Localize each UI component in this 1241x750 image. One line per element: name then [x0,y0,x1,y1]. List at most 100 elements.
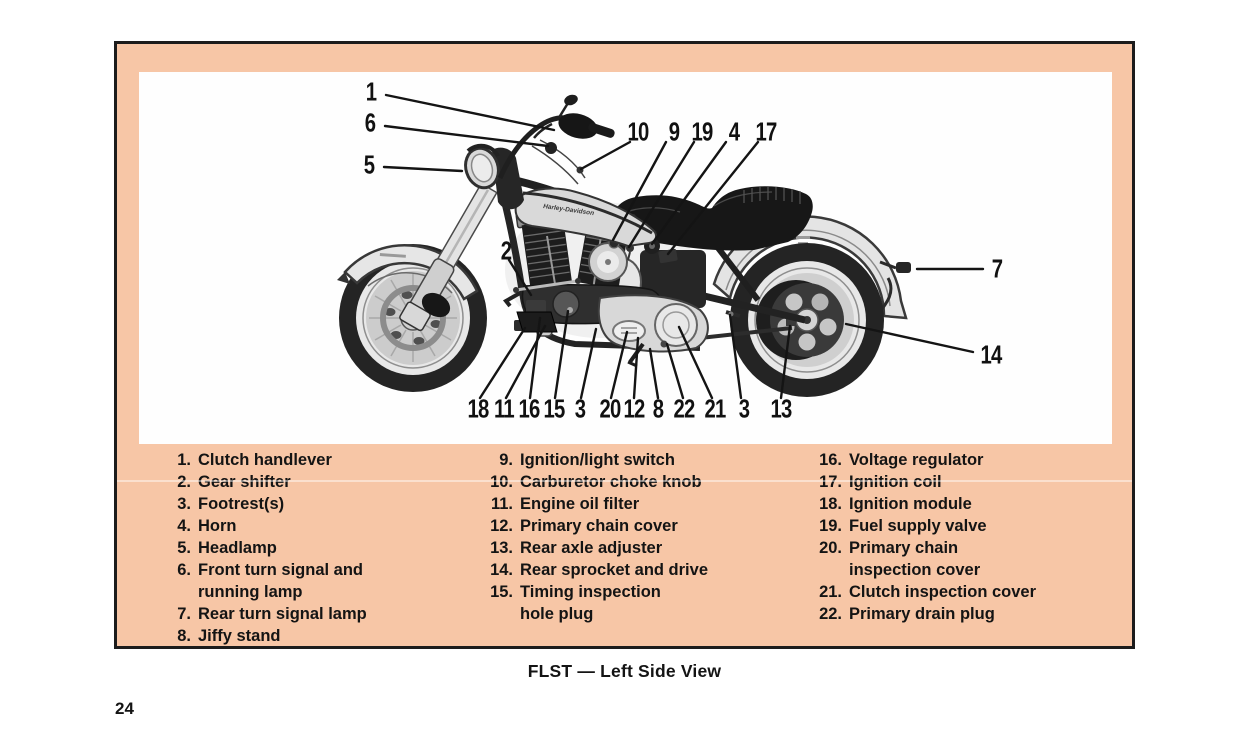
legend-item-text: Timing inspection hole plug [520,583,661,623]
steering-head [492,147,524,210]
legend-item: 18. Ignition module [806,493,1126,515]
callout-number: 10 [627,116,650,147]
callout-number: 14 [980,339,1003,370]
legend-item: 20.Primary chain inspection cover [806,537,1126,581]
legend-item-number: 2. [177,473,191,491]
legend-item-number: 12. [490,517,513,535]
ignition-coil [658,248,678,264]
legend-item-text: Jiffy stand [198,627,281,645]
legend-item-text: Carburetor choke knob [520,473,702,491]
legend-item-number: 19. [819,517,842,535]
legend-item-number: 15. [490,583,513,601]
legend-item-number: 11. [490,495,513,513]
brake-caliper [421,292,451,318]
legend-item: 8.Jiffy stand [155,625,465,647]
legend-item-text: Ignition module [849,495,972,513]
legend-item-number: 9. [499,451,513,469]
legend-item-text: Rear axle adjuster [520,539,663,557]
legend-item-number: 7. [177,605,191,623]
legend-item: 9.Ignition/light switch [477,449,797,471]
legend-item-number: 18. [819,495,842,513]
callout-number: 8 [652,393,664,424]
page-number: 24 [115,699,134,718]
legend-item-text: Clutch inspection cover [849,583,1037,601]
legend-item: 1. Clutch handlever [155,449,465,471]
legend-item: 4. Horn [155,515,465,537]
callout-number: 18 [467,393,490,424]
callout-number: 4 [728,116,740,147]
callout-number: 11 [494,393,515,424]
legend-item-text: Ignition coil [849,473,942,491]
legend-item: 5. Headlamp [155,537,465,559]
callout-number: 19 [691,116,714,147]
legend-item-number: 5. [177,539,191,557]
callout-number: 15 [543,393,566,424]
axle-adjuster [786,318,796,326]
legend-item: 6. Front turn signal and running lamp [155,559,465,603]
legend-item-text: Rear sprocket and drive [520,561,708,579]
callout-number: 12 [623,393,646,424]
rear-wheel [730,243,884,397]
voltage-regulator [526,300,546,314]
legend-column-3: 16. Voltage regulator 17. Ignition coil 18… [806,449,1126,625]
primary-inspection-cover [612,320,646,342]
legend-item: 22. Primary drain plug [806,603,1126,625]
legend-item-text: Horn [198,517,237,535]
legend-column-2: 9.Ignition/light switch 10. Carburetor ch… [477,449,797,625]
legend-item-text: Rear turn signal lamp [198,605,367,623]
legend-item-number: 6. [177,561,191,579]
legend-item-number: 14. [490,561,513,579]
callout-number: 9 [668,116,680,147]
callout-number: 3 [738,393,750,424]
legend-item: 3. Footrest(s) [155,493,465,515]
legend-item: 21.Clutch inspection cover [806,581,1126,603]
legend-item-text: Primary drain plug [849,605,995,623]
legend-item-number: 17. [819,473,842,491]
legend-item: 14. Rear sprocket and drive [477,559,797,581]
legend-item-number: 16. [819,451,842,469]
callout-number: 20 [599,393,622,424]
callout-number: 16 [518,393,541,424]
legend-item-text: Footrest(s) [198,495,285,513]
legend-column-1: 1. Clutch handlever 2. Gear shifter 3. Foot… [155,449,465,647]
clutch-inspection-cover [654,303,698,347]
legend-item-text: Primary chain cover [520,517,678,535]
legend-item-number: 22. [819,605,842,623]
legend-item-text: Clutch handlever [198,451,332,469]
figure-caption: FLST — Left Side View [527,661,722,681]
callout-number: 1 [365,76,377,107]
legend-item-number: 4. [177,517,191,535]
callout-number: 2 [500,235,512,266]
legend-item: 2. Gear shifter [155,471,465,493]
legend-item: 13. Rear axle adjuster [477,537,797,559]
legend-item-text: Fuel supply valve [849,517,987,535]
legend-item: 15. Timing inspection hole plug [477,581,797,625]
callout-number: 21 [704,393,727,424]
floorboard [516,311,558,333]
callout-lines [382,93,985,400]
legend-item-number: 1. [177,451,191,469]
legend-item-text: Voltage regulator [849,451,984,469]
callout-number: 13 [770,393,793,424]
callout-number: 5 [363,149,375,180]
legend-item-text: Front turn signal and running lamp [198,561,363,601]
legend-item-number: 3. [177,495,191,513]
legend-item: 19. Fuel supply valve [806,515,1126,537]
legend-item: 17. Ignition coil [806,471,1126,493]
legend-item-text: Gear shifter [198,473,291,491]
photo-area: Harley-Davidson [139,72,1112,444]
control-cables [531,139,586,185]
front-turn-signal [545,142,557,154]
legend-item: 11.Engine oil filter [477,493,797,515]
legend-item: 7. Rear turn signal lamp [155,603,465,625]
legend-item: 16. Voltage regulator [806,449,1126,471]
legend-item-text: Headlamp [198,539,277,557]
legend-item-number: 13. [490,539,513,557]
gear-shifter-pedal [502,291,521,308]
legend-item-text: Primary chain inspection cover [849,539,981,579]
legend-item-number: 10. [490,473,513,491]
callout-number: 17 [755,116,778,147]
figure-panel: Harley-Davidson [114,41,1135,649]
motorcycle-illustration: Harley-Davidson [337,93,985,400]
